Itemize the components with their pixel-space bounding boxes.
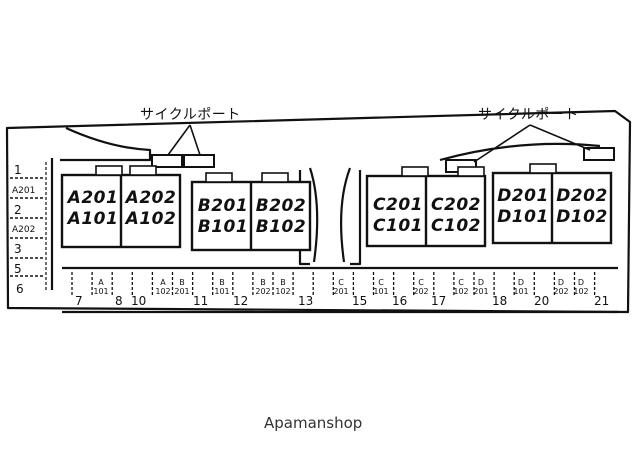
road-edge xyxy=(60,126,152,162)
space-15: 15 xyxy=(352,294,368,308)
space-16: 16 xyxy=(392,294,408,308)
cycle-port-left-2 xyxy=(183,154,215,168)
space-a201: A201 xyxy=(12,186,36,196)
cycle-port-label-right: サイクルポート xyxy=(478,107,579,123)
space-10: 10 xyxy=(131,294,147,308)
space-21: 21 xyxy=(594,294,610,308)
space-1: 1 xyxy=(14,163,22,177)
space-2: 2 xyxy=(14,203,22,217)
road-edge xyxy=(439,142,601,162)
credit-text: Apamanshop xyxy=(264,414,363,432)
cycle-port-label-left: サイクルポート xyxy=(140,107,241,123)
space-11: 11 xyxy=(193,294,209,308)
space-17: 17 xyxy=(431,294,447,308)
callout-pointer xyxy=(473,124,531,163)
cycle-port-right-2 xyxy=(583,147,615,161)
site-boundary xyxy=(5,109,632,314)
space-6: 6 xyxy=(16,282,24,296)
callout-pointer xyxy=(189,124,201,156)
callout-pointer xyxy=(167,124,191,156)
passage xyxy=(308,167,319,263)
space-7: 7 xyxy=(75,294,83,308)
passage xyxy=(340,167,352,263)
space-18: 18 xyxy=(492,294,508,308)
space-12: 12 xyxy=(233,294,249,308)
space-8: 8 xyxy=(115,294,123,308)
cycle-port-left-1 xyxy=(151,154,183,168)
callout-pointer xyxy=(529,124,591,151)
space-20: 20 xyxy=(534,294,550,308)
space-5: 5 xyxy=(14,262,22,276)
space-3: 3 xyxy=(14,242,22,256)
space-a202: A202 xyxy=(12,225,36,235)
space-13: 13 xyxy=(298,294,314,308)
passage xyxy=(350,170,362,266)
